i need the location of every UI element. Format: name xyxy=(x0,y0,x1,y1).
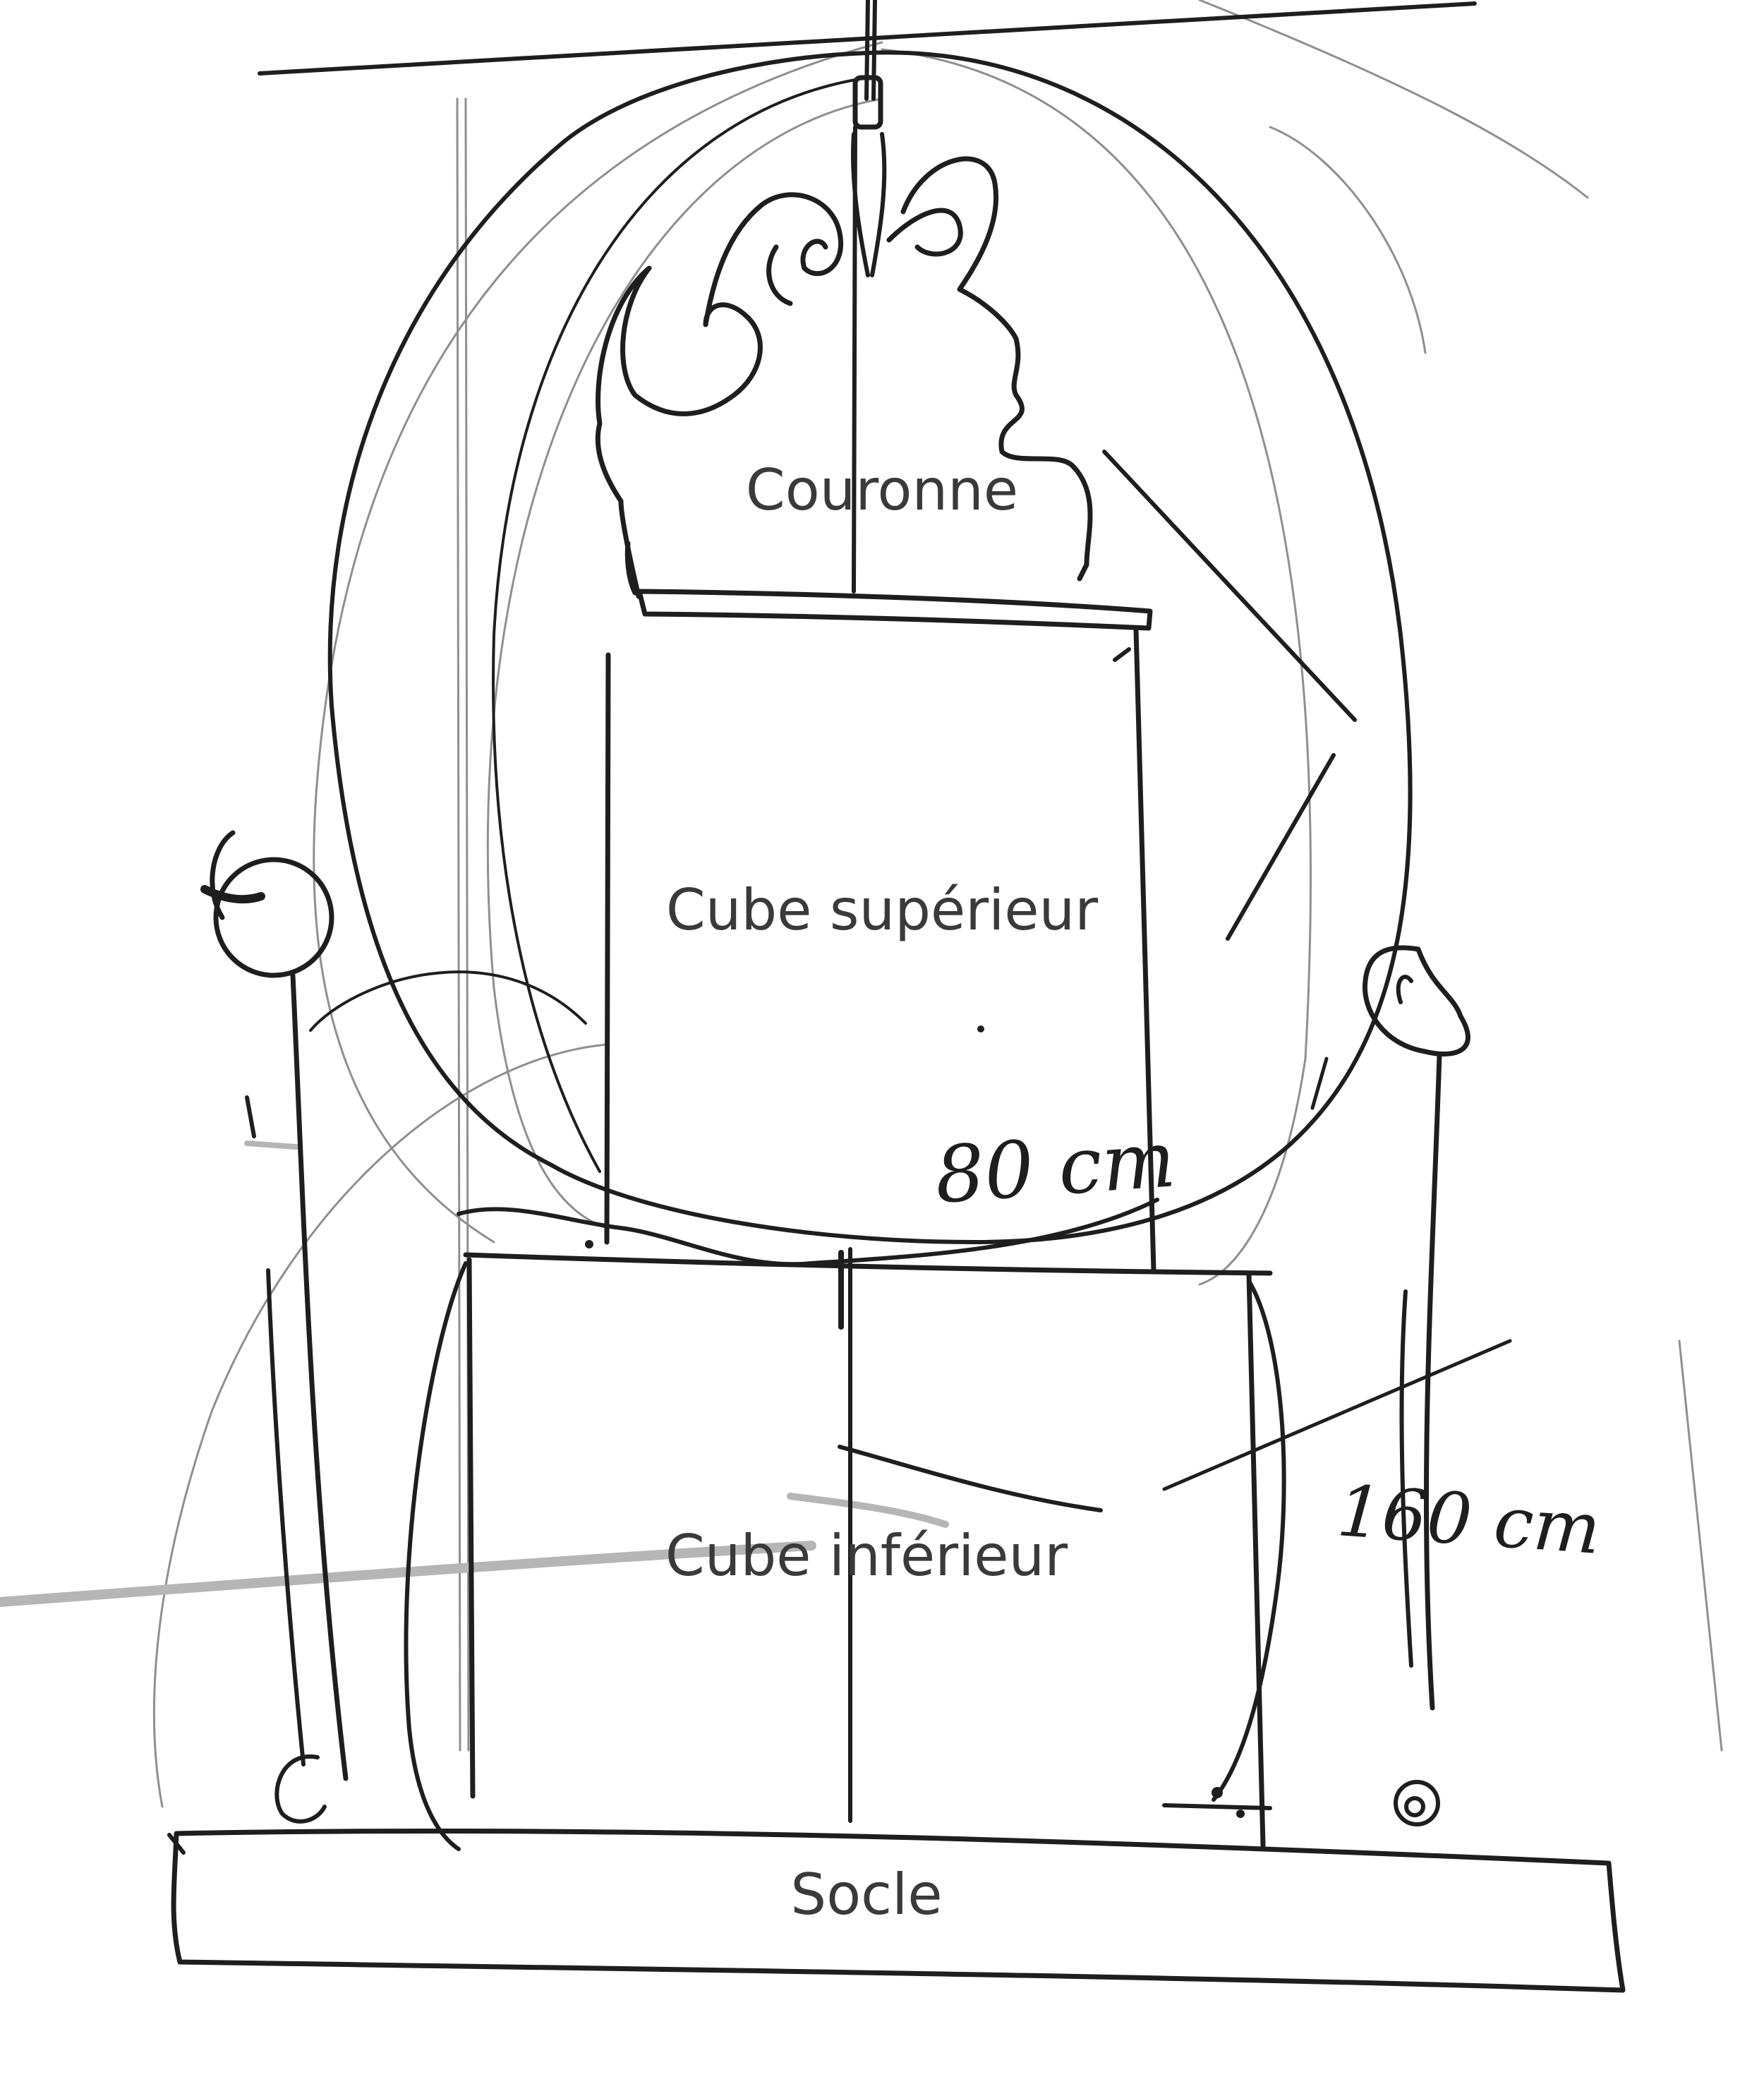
inner-oval xyxy=(492,76,869,1173)
smudges xyxy=(0,1140,949,1607)
upper-cube-label: Cube supérieur xyxy=(665,877,1099,943)
lower-cube-label: Cube inférieur xyxy=(665,1523,1068,1589)
base-outline xyxy=(171,1828,1626,1993)
top-line xyxy=(258,1,1477,76)
left-swoop xyxy=(309,970,587,1032)
right-lamp xyxy=(1362,945,1470,1826)
upper-width-dimension: 80 cm xyxy=(931,1114,1178,1221)
left-lamp xyxy=(200,830,349,1824)
crown-label: Couronne xyxy=(745,457,1019,523)
crown-ornament xyxy=(595,125,1093,599)
lower-cube-outline xyxy=(404,1247,1286,1851)
ink-dots xyxy=(585,1025,1245,1818)
upper-cube-outline xyxy=(604,627,1156,1273)
construction-lines xyxy=(152,0,1723,1808)
outer-oval xyxy=(327,50,1413,1244)
upper-cube-bottom xyxy=(457,1198,1159,1267)
central-pendant xyxy=(851,0,887,277)
right-strokes xyxy=(1102,450,1357,1110)
crown-base xyxy=(636,589,1153,631)
base-label: Socle xyxy=(790,1862,943,1927)
dimension-slash xyxy=(1162,1339,1512,1491)
